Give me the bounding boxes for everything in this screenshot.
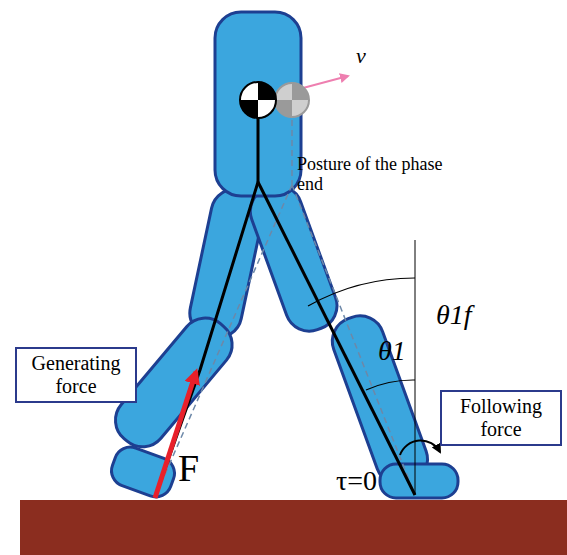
text-box: Generating force <box>15 347 137 403</box>
posture-note: Posture of the phase end <box>297 155 457 195</box>
angle-label: θ1f <box>436 300 472 331</box>
ground <box>20 500 567 555</box>
force-label: F <box>178 448 199 490</box>
text-box: Following force <box>440 390 562 446</box>
box-text: Generating force <box>23 352 129 398</box>
torque-label: τ=0 <box>336 466 377 497</box>
box-text: Following force <box>448 395 554 441</box>
velocity-label: v <box>356 44 366 68</box>
angle-label: θ1 <box>378 336 406 367</box>
